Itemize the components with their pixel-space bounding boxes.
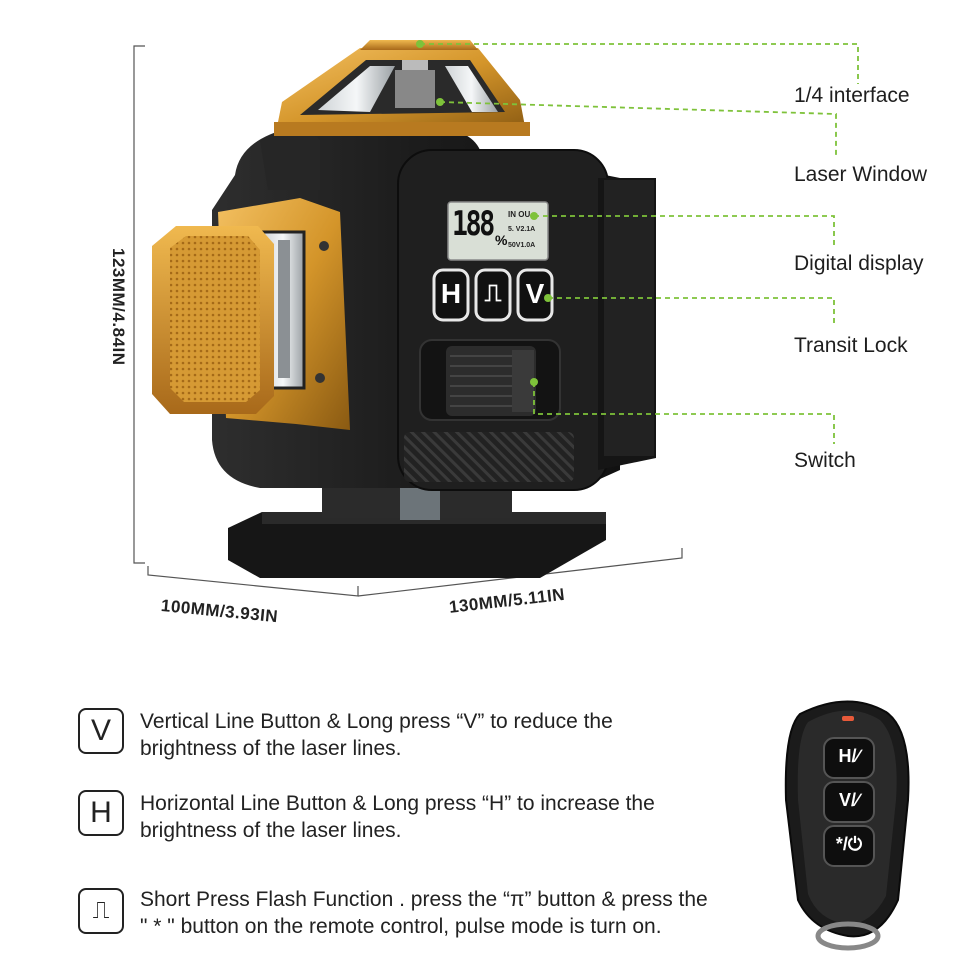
legend-horizontal-text: Horizontal Line Button & Long press “H” … <box>140 790 655 844</box>
callout-transit-lock: Transit Lock <box>794 334 908 357</box>
lcd-percent: % <box>495 232 508 248</box>
device-base <box>228 488 606 578</box>
top-laser-head <box>274 40 530 136</box>
legend-pulse-line-1: Short Press Flash Function . press the “… <box>140 888 708 911</box>
device-pulse-button: ⎍ <box>484 280 502 307</box>
dimension-height: 123MM/4.84IN <box>109 248 128 366</box>
remote-h-button: H/∕ <box>838 746 860 766</box>
pulse-key-icon: ⎍ <box>78 888 124 934</box>
remote-control <box>784 700 910 951</box>
digital-display <box>447 201 549 261</box>
lcd-line-1: IN OU <box>508 210 531 219</box>
callout-interface: 1/4 interface <box>794 84 910 107</box>
legend-vertical-line-1: Vertical Line Button & Long press “V” to… <box>140 710 613 733</box>
vent-grille <box>404 432 574 482</box>
callout-digital-display: Digital display <box>794 252 924 275</box>
legend-vertical-line-2: brightness of the laser lines. <box>140 737 402 760</box>
callout-laser-window: Laser Window <box>794 163 928 186</box>
legend-horizontal-line-1: Horizontal Line Button & Long press “H” … <box>140 792 655 815</box>
legend-pulse-text: Short Press Flash Function . press the “… <box>140 886 708 940</box>
h-key-icon: H <box>78 790 124 836</box>
callout-dots <box>416 40 552 386</box>
device-buttons <box>432 268 554 322</box>
lcd-line-3: 50V1.0A <box>508 242 536 249</box>
remote-v-button: V/∕ <box>838 790 859 810</box>
legend-horizontal-line-2: brightness of the laser lines. <box>140 819 402 842</box>
lcd-digits: 188 <box>452 204 495 244</box>
remote-pulse-button: */⏻ <box>835 834 863 854</box>
device-h-button: H <box>440 278 462 309</box>
lcd-line-2: 5. V2.1A <box>508 226 536 233</box>
v-key-icon: V <box>78 708 124 754</box>
side-laser-window <box>152 198 350 430</box>
dimension-lines <box>133 45 683 597</box>
callout-switch: Switch <box>794 449 856 472</box>
callout-lines <box>420 43 859 444</box>
device-v-button: V <box>525 278 545 309</box>
transit-lock-switch <box>419 339 561 421</box>
legend-vertical-text: Vertical Line Button & Long press “V” to… <box>140 708 613 762</box>
legend-pulse-line-2: " * " button on the remote control, puls… <box>140 915 662 938</box>
